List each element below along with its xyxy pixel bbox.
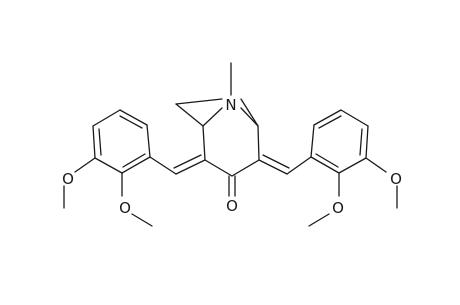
right-ring-bond: [310, 156, 340, 174]
atom-n-bridge: N: [225, 96, 236, 114]
left-ring-bond: [92, 109, 121, 127]
right-vinyl-aryl-bond: [286, 156, 312, 175]
n-c5-bond: [240, 107, 259, 127]
left-ring-inner-bond: [119, 115, 143, 129]
right-ring-inner-bond: [318, 115, 342, 129]
left-ring-bond: [121, 156, 151, 174]
left-benzylidene: [149, 154, 206, 175]
right-aryl-ring: [308, 109, 398, 227]
right-alkene-bond-2: [262, 154, 290, 169]
n-c7-bond: [175, 98, 223, 105]
left-ring-bond: [92, 125, 96, 159]
right-benzylidene: [258, 154, 312, 175]
atom-o-left-bottom: O: [119, 199, 131, 217]
left-ring-bond: [94, 157, 123, 174]
n-c1-bond: [202, 107, 223, 127]
c5-c4-bond: [257, 125, 260, 161]
c1-c2-bond: [202, 125, 206, 161]
c4-c3-bond: [231, 159, 260, 177]
right-ring-bond: [338, 157, 367, 174]
left-ome-top-bond: [74, 157, 96, 173]
left-alkene-bond-2: [173, 154, 202, 169]
right-ring-bond: [313, 109, 342, 126]
left-aryl-ring: [63, 109, 153, 227]
left-vinyl-aryl-bond: [149, 156, 177, 175]
atom-o-right-bottom: O: [332, 199, 344, 217]
right-ome-top-bond: [365, 157, 387, 173]
left-ring-bond: [119, 109, 148, 126]
left-ome-bottom-methyl: [131, 213, 153, 227]
c7-c1-bond: [175, 103, 204, 127]
n-c6-bond: [240, 98, 259, 127]
right-ring-bond: [365, 125, 369, 159]
atom-o-ketone: O: [226, 197, 238, 215]
left-ring-bond: [146, 124, 151, 158]
c2-c3-bond: [204, 159, 233, 177]
right-ring-inner-bond: [315, 153, 339, 168]
right-ome-bottom-methyl: [308, 213, 330, 227]
right-alkene-bond-1: [258, 159, 288, 175]
left-ring-inner-bond: [122, 153, 146, 168]
right-ring-inner-bond: [359, 128, 363, 156]
right-ring-bond: [340, 109, 369, 127]
left-ring-inner-bond: [98, 128, 102, 156]
right-ring-bond: [310, 124, 315, 158]
left-alkene-bond-1: [175, 159, 206, 175]
bicyclic-core: [175, 62, 260, 197]
atom-o-left-top: O: [62, 170, 74, 188]
atom-o-right-top: O: [390, 170, 402, 188]
